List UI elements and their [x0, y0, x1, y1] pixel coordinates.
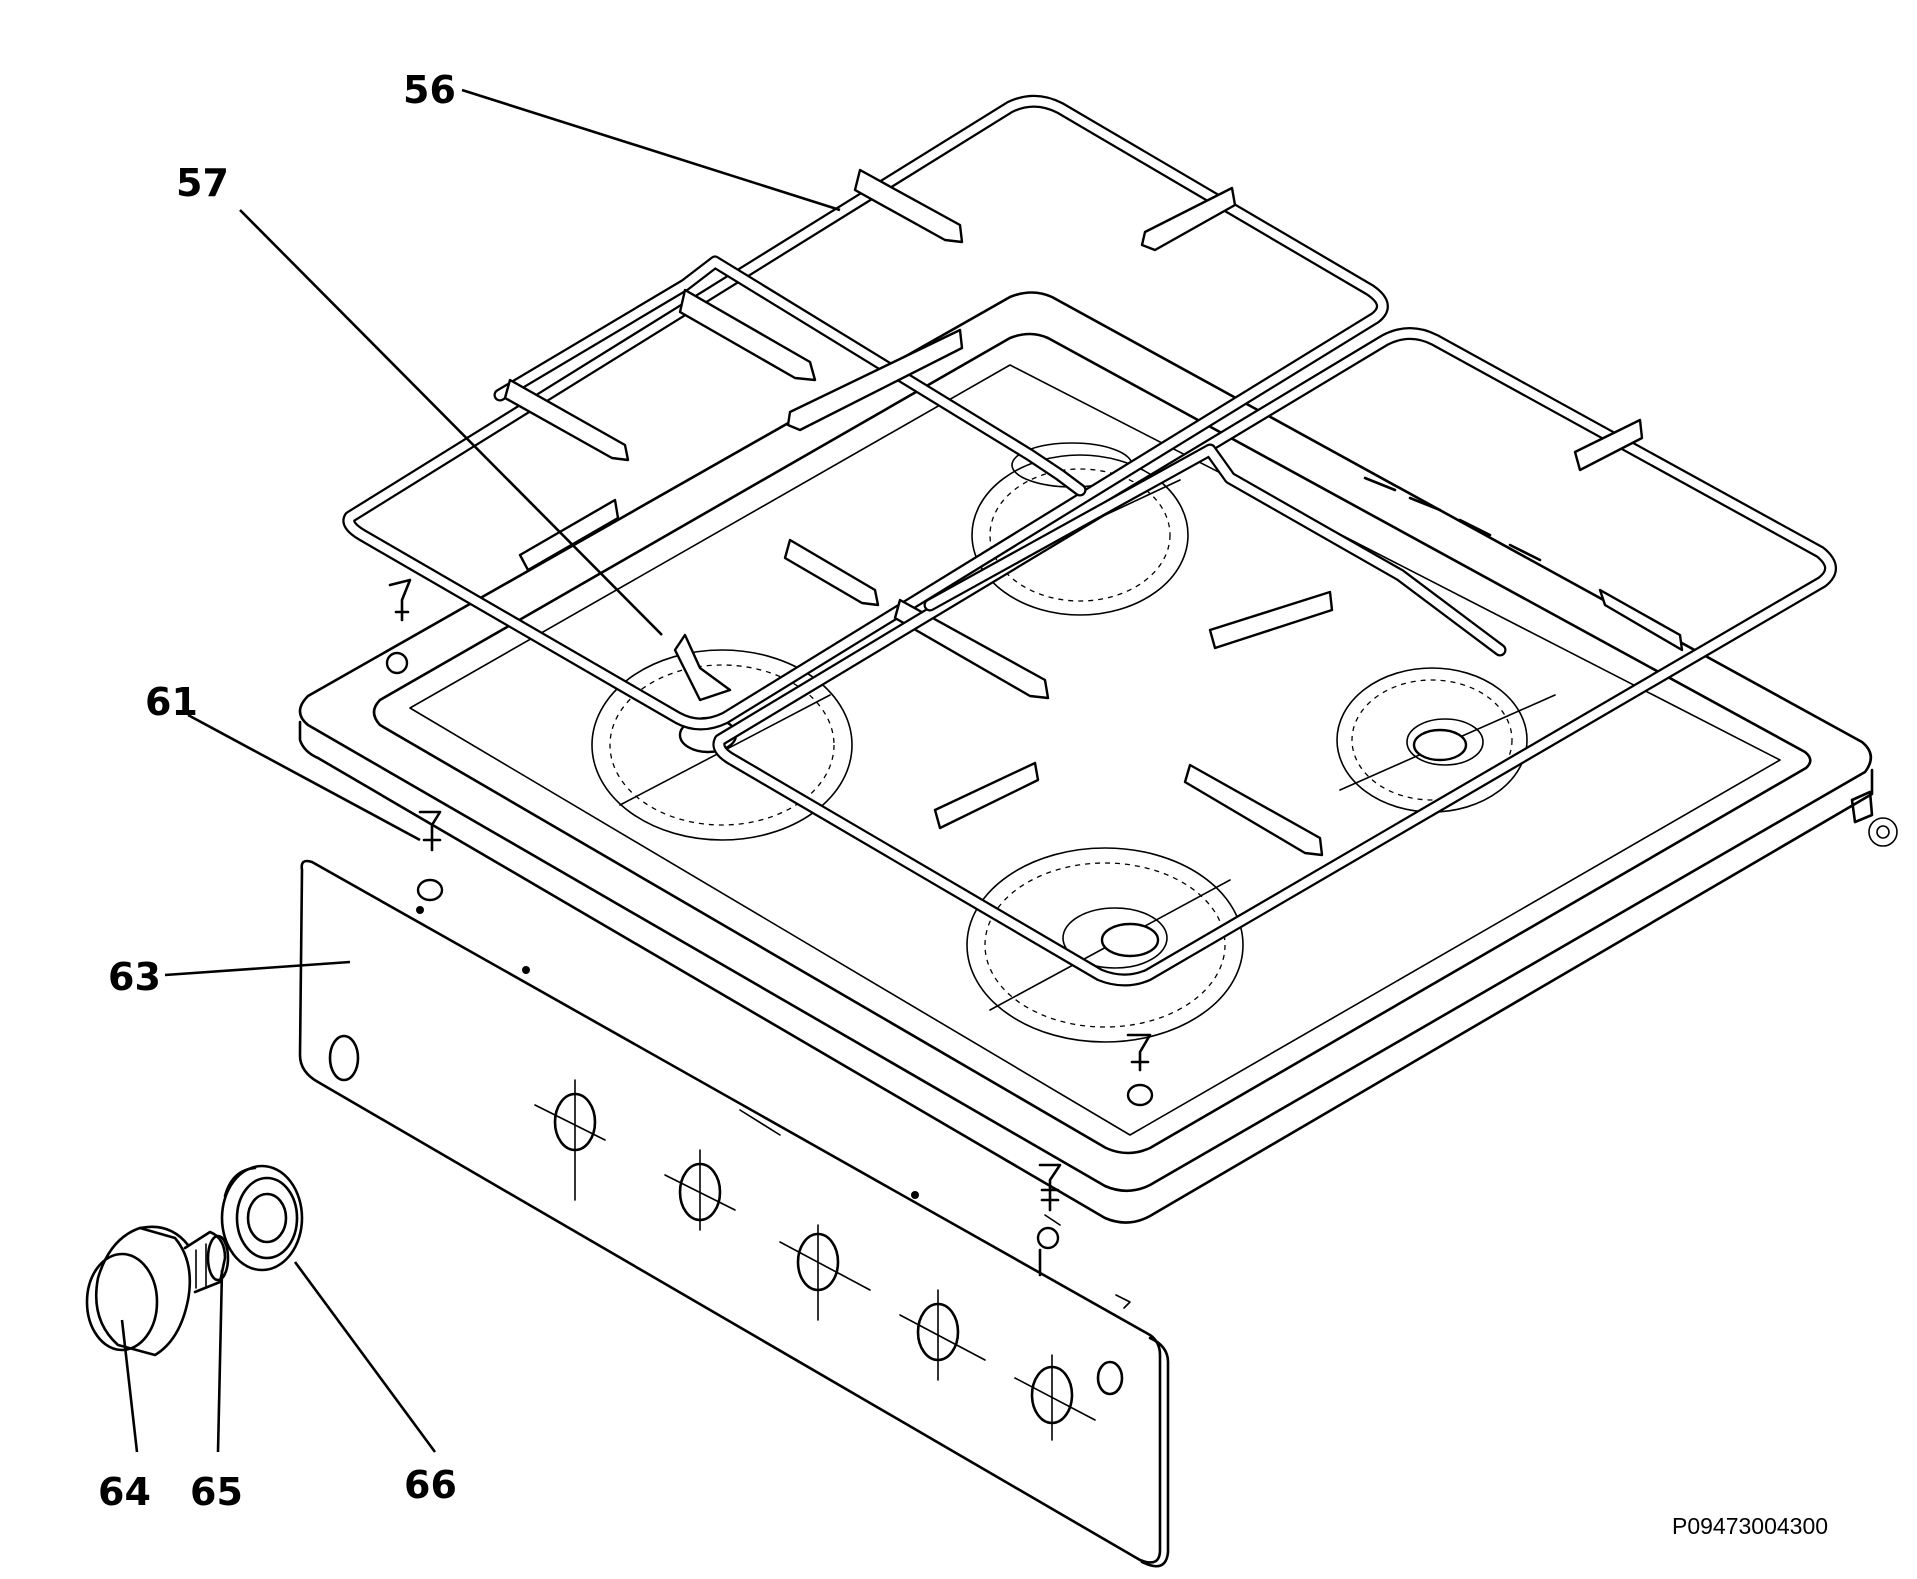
callout-56: 56: [403, 68, 456, 112]
callout-57: 57: [176, 161, 229, 205]
control-panel: [298, 859, 1170, 1568]
callout-61: 61: [145, 680, 198, 724]
knob-spring: [183, 1230, 230, 1294]
screw-fixings: [385, 578, 1154, 1277]
knob-bezel: [220, 1164, 304, 1272]
callout-65: 65: [190, 1470, 243, 1514]
callout-labels: 56 57 61 63 64 65 66 P09473004300: [98, 68, 1828, 1539]
callout-64: 64: [98, 1470, 151, 1514]
pan-support-left: [342, 94, 1389, 731]
knob-hole-1: [534, 1079, 606, 1201]
callout-66: 66: [404, 1463, 457, 1507]
knob-hole-2: [664, 1149, 736, 1231]
knob-hole-4: [899, 1289, 986, 1381]
knob-hole-5: [1014, 1354, 1096, 1441]
pan-support-right: [712, 327, 1837, 987]
knob-hole-3: [779, 1224, 871, 1321]
drawing-code: P09473004300: [1672, 1513, 1828, 1539]
leader-lines: [120, 88, 841, 1453]
callout-63: 63: [108, 955, 161, 999]
hob-top: [298, 291, 1898, 1226]
control-knob: [85, 1225, 192, 1357]
